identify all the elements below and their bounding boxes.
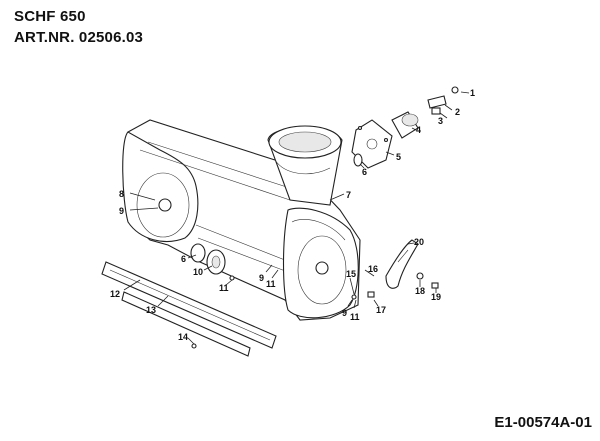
bolt-19 — [431, 282, 439, 289]
screw-14 — [191, 343, 197, 349]
model-title: SCHF 650 — [14, 8, 86, 25]
callout-5: 5 — [396, 152, 401, 162]
discharge-chute — [267, 125, 343, 206]
skid-shoe — [385, 239, 419, 289]
scraper-strip — [121, 291, 251, 357]
callout-9c: 9 — [342, 308, 347, 318]
callout-16: 16 — [368, 264, 378, 274]
bolt-17 — [367, 291, 375, 298]
callout-11b: 11 — [266, 279, 276, 289]
callout-2: 2 — [455, 107, 460, 117]
callout-13: 13 — [146, 305, 156, 315]
diagram-code: E1-00574A-01 — [494, 414, 592, 431]
callout-3: 3 — [438, 116, 443, 126]
callout-11a: 11 — [219, 283, 229, 293]
callout-15: 15 — [346, 269, 356, 279]
callout-9b: 9 — [259, 273, 264, 283]
callout-1: 1 — [470, 88, 475, 98]
shaft-bolt — [427, 86, 459, 115]
callout-10: 10 — [193, 267, 203, 277]
callout-6b: 6 — [181, 254, 186, 264]
callout-11c: 11 — [350, 312, 360, 322]
callout-8: 8 — [119, 189, 124, 199]
callout-18: 18 — [415, 286, 425, 296]
auger-housing — [122, 119, 361, 321]
nut-18 — [416, 272, 424, 280]
washer-15 — [351, 294, 357, 300]
callout-6a: 6 — [362, 167, 367, 177]
callout-4: 4 — [416, 125, 421, 135]
callout-17: 17 — [376, 305, 386, 315]
callout-7: 7 — [346, 190, 351, 200]
bearing-housing — [391, 111, 419, 139]
callout-9a: 9 — [119, 206, 124, 216]
screw-11 — [229, 275, 235, 281]
callout-14: 14 — [178, 332, 188, 342]
washer-top — [353, 153, 363, 167]
leader-lines — [123, 91, 470, 345]
article-number: ART.NR. 02506.03 — [14, 29, 144, 46]
bearing-plate — [351, 119, 393, 169]
callout-12: 12 — [110, 289, 120, 299]
callout-19: 19 — [431, 292, 441, 302]
left-bearing-stack — [190, 243, 226, 275]
callout-20: 20 — [414, 237, 424, 247]
